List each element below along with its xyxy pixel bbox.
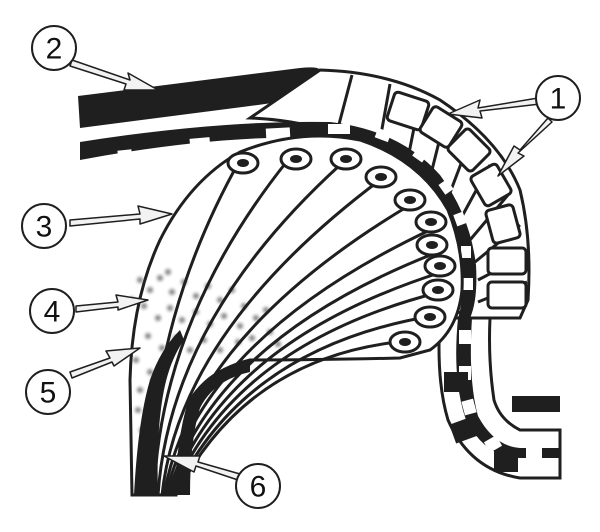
basement-band bbox=[80, 121, 477, 318]
arrow-4 bbox=[75, 294, 149, 313]
callout-5: 5 bbox=[25, 369, 71, 415]
callout-5-label: 5 bbox=[40, 377, 57, 410]
callout-1: 1 bbox=[535, 75, 581, 121]
basement-dashes bbox=[117, 124, 473, 290]
arrow-6 bbox=[163, 455, 241, 481]
callout-6: 6 bbox=[235, 463, 281, 509]
nucleus bbox=[393, 188, 427, 212]
callout-2: 2 bbox=[31, 25, 77, 71]
nucleus bbox=[226, 151, 260, 175]
callout-arrows bbox=[69, 59, 553, 481]
nucleus bbox=[421, 278, 455, 302]
nucleus bbox=[414, 210, 448, 234]
arrow-3 bbox=[69, 205, 173, 227]
top-dark-band bbox=[78, 67, 320, 128]
callout-3-label: 3 bbox=[36, 211, 53, 244]
nucleus bbox=[423, 254, 457, 278]
callout-2-label: 2 bbox=[46, 33, 63, 66]
cell-nuclei bbox=[226, 147, 457, 354]
nucleus bbox=[364, 165, 398, 189]
arrow-2 bbox=[69, 59, 159, 91]
callout-4-label: 4 bbox=[44, 296, 61, 329]
callout-1-label: 1 bbox=[550, 83, 567, 116]
nucleus bbox=[415, 233, 449, 257]
nucleus bbox=[413, 305, 447, 329]
arrow-1a bbox=[447, 97, 541, 119]
callout-3: 3 bbox=[21, 203, 67, 249]
stalk-core bbox=[134, 330, 184, 495]
nucleus bbox=[329, 147, 363, 171]
lower-duct-blocks bbox=[444, 372, 560, 472]
callout-4: 4 bbox=[29, 288, 75, 334]
arrow-1b bbox=[497, 117, 553, 177]
callout-6-label: 6 bbox=[250, 471, 267, 504]
outer-cell-boxes bbox=[385, 90, 528, 310]
stalk bbox=[132, 360, 250, 495]
nucleus bbox=[279, 147, 313, 171]
nucleus bbox=[388, 330, 422, 354]
arrow-5 bbox=[69, 347, 141, 379]
callouts: 1 2 3 4 5 6 bbox=[21, 25, 581, 509]
